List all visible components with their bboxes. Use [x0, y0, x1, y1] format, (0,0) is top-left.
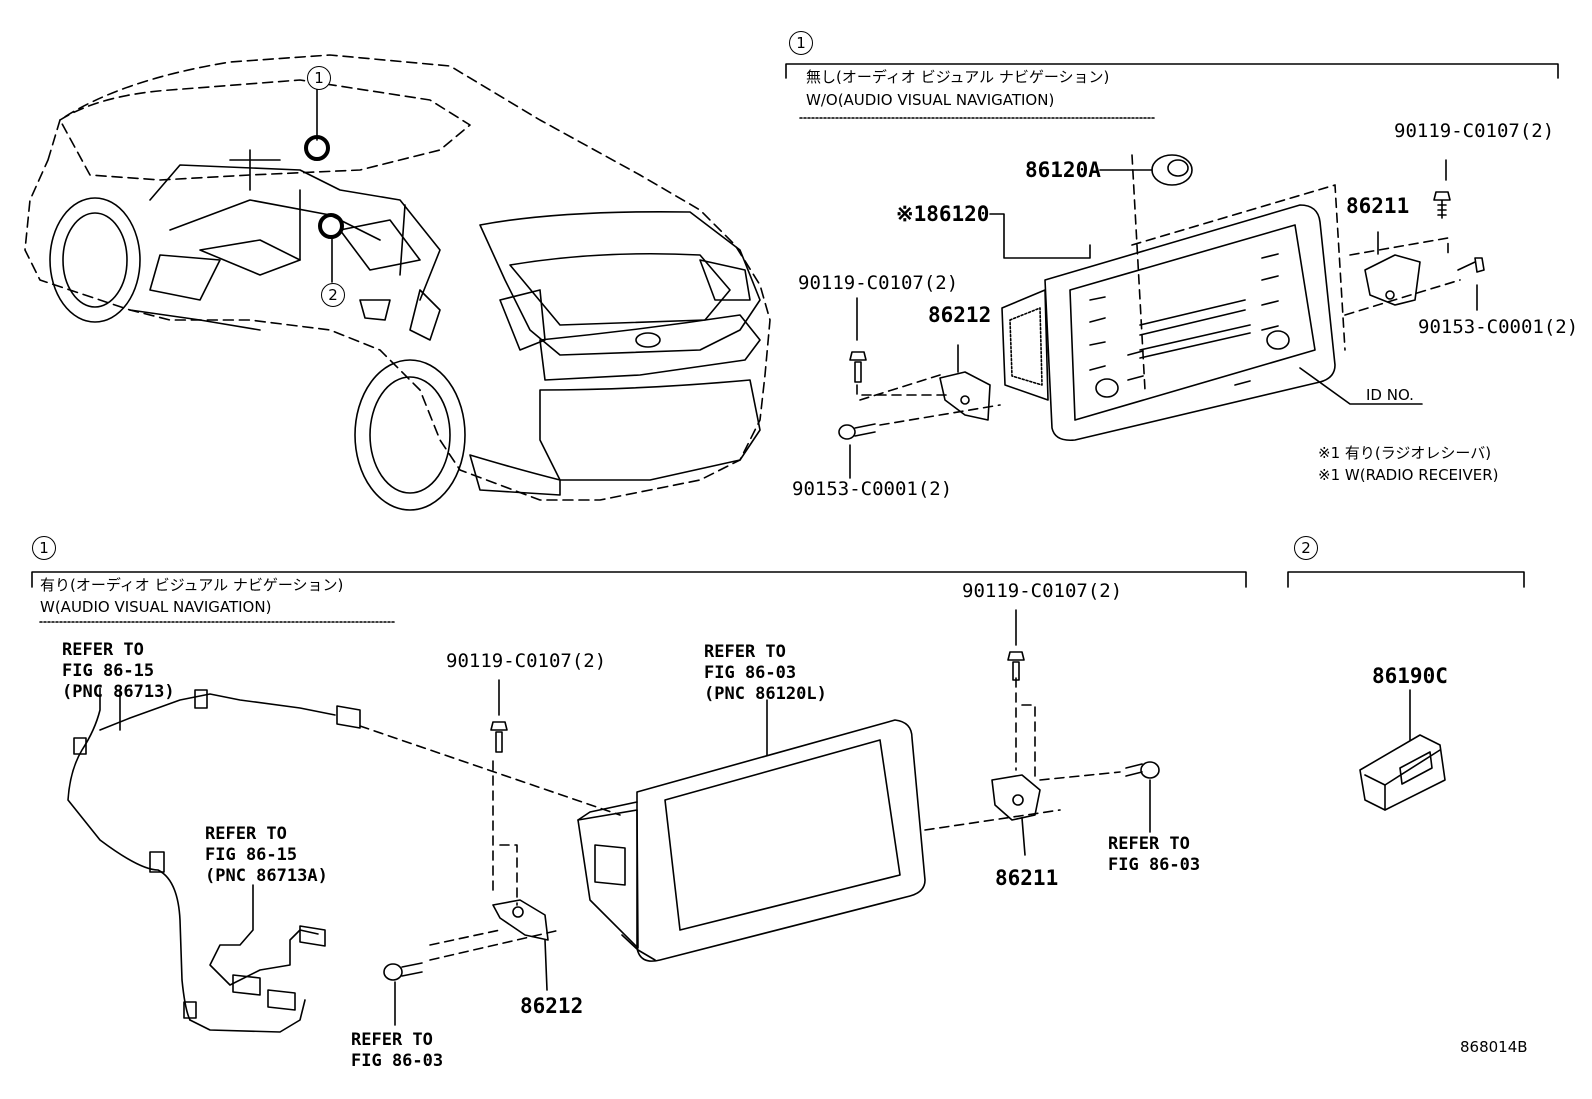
part-86211-top: 86211 [1346, 194, 1410, 218]
callout-2-bottom: 2 [1294, 536, 1318, 560]
part-86120a: 86120A [1025, 158, 1101, 182]
refer-fig-86-15-pnc-86713a: REFER TO FIG 86-15 (PNC 86713A) [205, 824, 328, 887]
ref-line: REFER TO [351, 1030, 433, 1050]
refer-fig-86-15-pnc-86713: REFER TO FIG 86-15 (PNC 86713) [62, 640, 175, 703]
part-86212-bottom: 86212 [520, 994, 584, 1018]
ref-line: REFER TO [1108, 834, 1190, 854]
note-radio-receiver: ※1 有り(ラジオレシーバ) ※1 W(RADIO RECEIVER) [1318, 442, 1498, 486]
note-radio-jp: ※1 有り(ラジオレシーバ) [1318, 444, 1492, 462]
section-frame-top [785, 63, 1559, 119]
ref-line: (PNC 86120L) [704, 684, 827, 704]
ref-line: FIG 86-03 [1108, 855, 1201, 875]
section-frame-bottom-left [31, 571, 1247, 623]
ref-line: (PNC 86713) [62, 682, 175, 702]
ref-line: REFER TO [62, 640, 144, 660]
figure-id: 868014B [1460, 1038, 1528, 1056]
bolt-90119-bottom-right: 90119-C0107(2) [962, 580, 1123, 602]
ref-line: REFER TO [205, 824, 287, 844]
radio-unit-top [838, 154, 1485, 479]
refer-fig-86-03-left: REFER TO FIG 86-03 [351, 1030, 443, 1072]
vehicle-illustration [24, 54, 771, 511]
ref-line: FIG 86-15 [205, 845, 298, 865]
callout-2-car: 2 [321, 283, 345, 307]
ref-line: (PNC 86713A) [205, 866, 328, 886]
note-radio-en: ※1 W(RADIO RECEIVER) [1318, 466, 1499, 484]
section-bottom-caption-en: W(AUDIO VISUAL NAVIGATION) [40, 598, 272, 616]
ref-line: REFER TO [704, 642, 786, 662]
usb-switch-86190c [1359, 689, 1446, 811]
callout-1-top: 1 [789, 31, 813, 55]
screw-90153-top-left: 90153-C0001(2) [792, 478, 953, 500]
ref-line: FIG 86-03 [351, 1051, 444, 1071]
refer-fig-86-03-right: REFER TO FIG 86-03 [1108, 834, 1200, 876]
nav-display-unit [383, 609, 1160, 1026]
part-86190c: 86190C [1372, 664, 1448, 688]
ref-line: FIG 86-03 [704, 663, 797, 683]
bolt-90119-top-right: 90119-C0107(2) [1394, 120, 1555, 142]
bolt-90119-bottom-left: 90119-C0107(2) [446, 650, 607, 672]
callout-1-car: 1 [307, 66, 331, 90]
harness-86713 [67, 687, 621, 1033]
screw-90153-top-right: 90153-C0001(2) [1418, 316, 1579, 338]
section-bottom-caption-jp: 有り(オーディオ ビジュアル ナビゲーション) [40, 576, 344, 594]
part-86212-top: 86212 [928, 303, 992, 327]
bolt-90119-top-left: 90119-C0107(2) [798, 272, 959, 294]
section-frame-bottom-right [1287, 571, 1525, 588]
id-no-label: ID NO. [1366, 386, 1414, 404]
callout-1-bottom: 1 [32, 536, 56, 560]
part-86211-bottom: 86211 [995, 866, 1059, 890]
section-top-caption-jp: 無し(オーディオ ビジュアル ナビゲーション) [806, 68, 1110, 86]
section-top-caption-en: W/O(AUDIO VISUAL NAVIGATION) [806, 91, 1055, 109]
refer-fig-86-03-pnc-86120l: REFER TO FIG 86-03 (PNC 86120L) [704, 642, 827, 705]
ref-line: FIG 86-15 [62, 661, 155, 681]
part-86120: ※186120 [896, 202, 990, 226]
